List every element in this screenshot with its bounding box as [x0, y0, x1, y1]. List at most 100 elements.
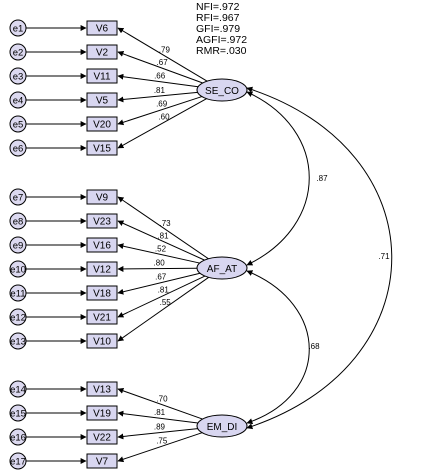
error-label: e13 [10, 337, 26, 348]
indicator-row: e5 V20 [9, 115, 118, 133]
correlation-arrow [246, 91, 310, 266]
loading-label: .55 [160, 298, 172, 307]
observed-label: V7 [96, 457, 109, 468]
latent-se-co: SE_CO [196, 78, 248, 102]
observed-box [86, 20, 118, 36]
observed-label: V21 [93, 313, 111, 324]
error-label: e11 [10, 289, 25, 300]
error-label: e7 [13, 193, 24, 204]
observed-box [86, 92, 118, 108]
loading-label: .89 [154, 423, 166, 432]
observed-box [86, 405, 118, 421]
observed-label: V19 [93, 409, 111, 420]
observed-box [86, 429, 118, 445]
loading-label: .81 [154, 408, 166, 417]
error-label: e12 [10, 313, 26, 324]
error-circle [9, 236, 27, 254]
correlation-layer: .87.68.71 [246, 86, 393, 430]
observed-box [86, 309, 118, 325]
loading-label: .67 [155, 273, 167, 282]
observed-box [86, 189, 118, 205]
error-circle [9, 115, 27, 133]
loading-arrow [117, 272, 201, 295]
loading-label: .79 [159, 46, 171, 55]
loading-label: .81 [154, 86, 166, 95]
error-label: e2 [13, 48, 24, 59]
observed-label: V12 [93, 265, 111, 276]
observed-box [86, 285, 118, 301]
indicator-row: e11 V18 [9, 284, 118, 302]
observed-label: V20 [93, 120, 111, 131]
error-label: e5 [13, 120, 24, 131]
error-label: e14 [10, 385, 26, 396]
loading-arrow [117, 27, 208, 82]
error-circle [9, 139, 27, 157]
loading-arrow [117, 91, 198, 103]
observed-box [86, 68, 118, 84]
loading-label: .81 [157, 231, 169, 240]
loading-arrow [117, 98, 207, 149]
observed-label: V22 [93, 433, 111, 444]
error-circle [9, 332, 27, 350]
observed-box [86, 213, 118, 229]
loading-arrow [117, 428, 198, 440]
observed-label: V13 [93, 385, 111, 396]
observed-box [86, 333, 118, 349]
latent-af-at: AF_AT [196, 256, 248, 280]
loading-arrow [117, 275, 206, 318]
fit-rmr: RMR=.030 [196, 45, 247, 57]
loading-arrow [117, 51, 203, 84]
latent-ellipse [196, 256, 248, 280]
observed-box [86, 237, 118, 253]
loading-arrow [117, 265, 198, 272]
loading-label: .66 [154, 72, 166, 81]
loading-label: .70 [156, 395, 168, 404]
error-label: e3 [13, 72, 24, 83]
loading-arrow [117, 276, 210, 342]
observed-box [86, 116, 118, 132]
error-label: e9 [13, 241, 24, 252]
error-label: e15 [10, 409, 26, 420]
fit-rfi: RFI=.967 [196, 12, 240, 24]
error-label: e1 [13, 24, 24, 35]
observed-box [86, 381, 118, 397]
indicator-row: e12 V21 [9, 308, 118, 326]
latent-label: AF_AT [207, 264, 237, 275]
observed-label: V18 [93, 289, 111, 300]
observed-label: V15 [93, 144, 111, 155]
error-label: e10 [10, 265, 26, 276]
latent-em-di: EM_DI [196, 414, 248, 438]
error-circle [9, 452, 27, 470]
loading-arrow [117, 220, 205, 261]
correlation-arrow [246, 86, 393, 430]
fit-agfi: AGFI=.972 [196, 34, 248, 46]
loading-label: .75 [156, 436, 168, 445]
loading-label: .73 [159, 219, 171, 228]
error-circle [9, 91, 27, 109]
error-circle [9, 260, 27, 278]
observed-label: V2 [96, 48, 109, 59]
error-circle [9, 404, 27, 422]
error-label: e17 [10, 457, 26, 468]
loading-arrow [117, 432, 203, 463]
latent-label: SE_CO [205, 86, 239, 97]
observed-box [86, 453, 118, 469]
fit-nfi: NFI=.972 [196, 1, 240, 13]
path-layer: .79.67.66.81.69.60.73.81.52.80.67.81.55.… [26, 25, 210, 464]
indicator-row: e2 V2 [9, 43, 118, 61]
observed-label: V23 [93, 217, 111, 228]
indicator-row: e10 V12 [9, 260, 118, 278]
correlation-label: .68 [308, 342, 320, 351]
error-circle [9, 67, 27, 85]
correlation-label: .87 [316, 174, 328, 183]
observed-box [86, 44, 118, 60]
latent-label: EM_DI [207, 422, 238, 433]
